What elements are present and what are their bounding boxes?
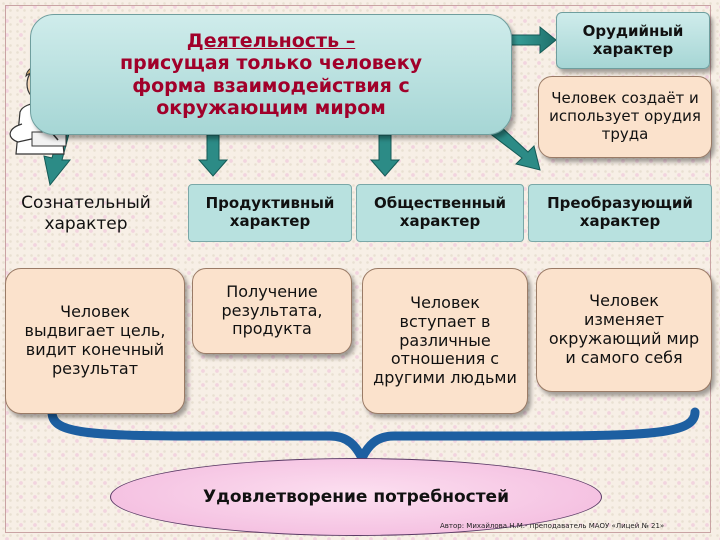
productive-description: Получение результата, продукта xyxy=(221,281,323,339)
transforming-title: Преобразующий характер xyxy=(547,194,693,230)
productive-description-box: Получение результата, продукта xyxy=(192,268,352,354)
conscious-description: Человек выдвигает цель, видит конечный р… xyxy=(24,302,166,378)
grouping-brace xyxy=(47,407,700,469)
author-footer: Автор: Михайлова Н.М.- преподаватель МАО… xyxy=(440,522,665,530)
instrumental-title-box: Орудийный характер xyxy=(556,12,710,69)
productive-title: Продуктивный характер xyxy=(205,194,335,230)
activity-line-1: присущая только человеку xyxy=(120,52,422,75)
transforming-description: Человек изменяет окружающий мир и самого… xyxy=(548,291,700,367)
productive-title-box: Продуктивный характер xyxy=(188,184,352,242)
social-description-box: Человек вступает в различные отношения с… xyxy=(362,268,528,414)
social-title-box: Общественный характер xyxy=(356,184,524,242)
transforming-description-box: Человек изменяет окружающий мир и самого… xyxy=(536,268,712,392)
activity-definition-box: Деятельность – присущая только человеку … xyxy=(30,14,512,135)
transforming-title-box: Преобразующий характер xyxy=(528,184,712,242)
conscious-title-box: Сознательный характер xyxy=(0,186,172,241)
needs-ellipse: Удовлетворение потребностей xyxy=(110,458,602,536)
needs-label: Удовлетворение потребностей xyxy=(203,486,509,507)
conscious-title: Сознательный характер xyxy=(21,193,151,234)
arrow-to-productive xyxy=(197,134,229,177)
activity-line-2: форма взаимодействия с xyxy=(132,74,410,97)
instrumental-description-box: Человек создаёт и использует орудия труд… xyxy=(538,76,712,158)
instrumental-title: Орудийный характер xyxy=(582,21,684,58)
social-description: Человек вступает в различные отношения с… xyxy=(373,292,517,388)
activity-title: Деятельность – xyxy=(186,29,356,52)
instrumental-description: Человек создаёт и использует орудия труд… xyxy=(549,89,701,143)
social-title: Общественный характер xyxy=(373,194,507,230)
arrow-to-social xyxy=(369,134,401,177)
conscious-description-box: Человек выдвигает цель, видит конечный р… xyxy=(5,268,185,414)
activity-line-3: окружающим миром xyxy=(156,96,386,119)
arrow-to-instrumental xyxy=(509,25,557,55)
